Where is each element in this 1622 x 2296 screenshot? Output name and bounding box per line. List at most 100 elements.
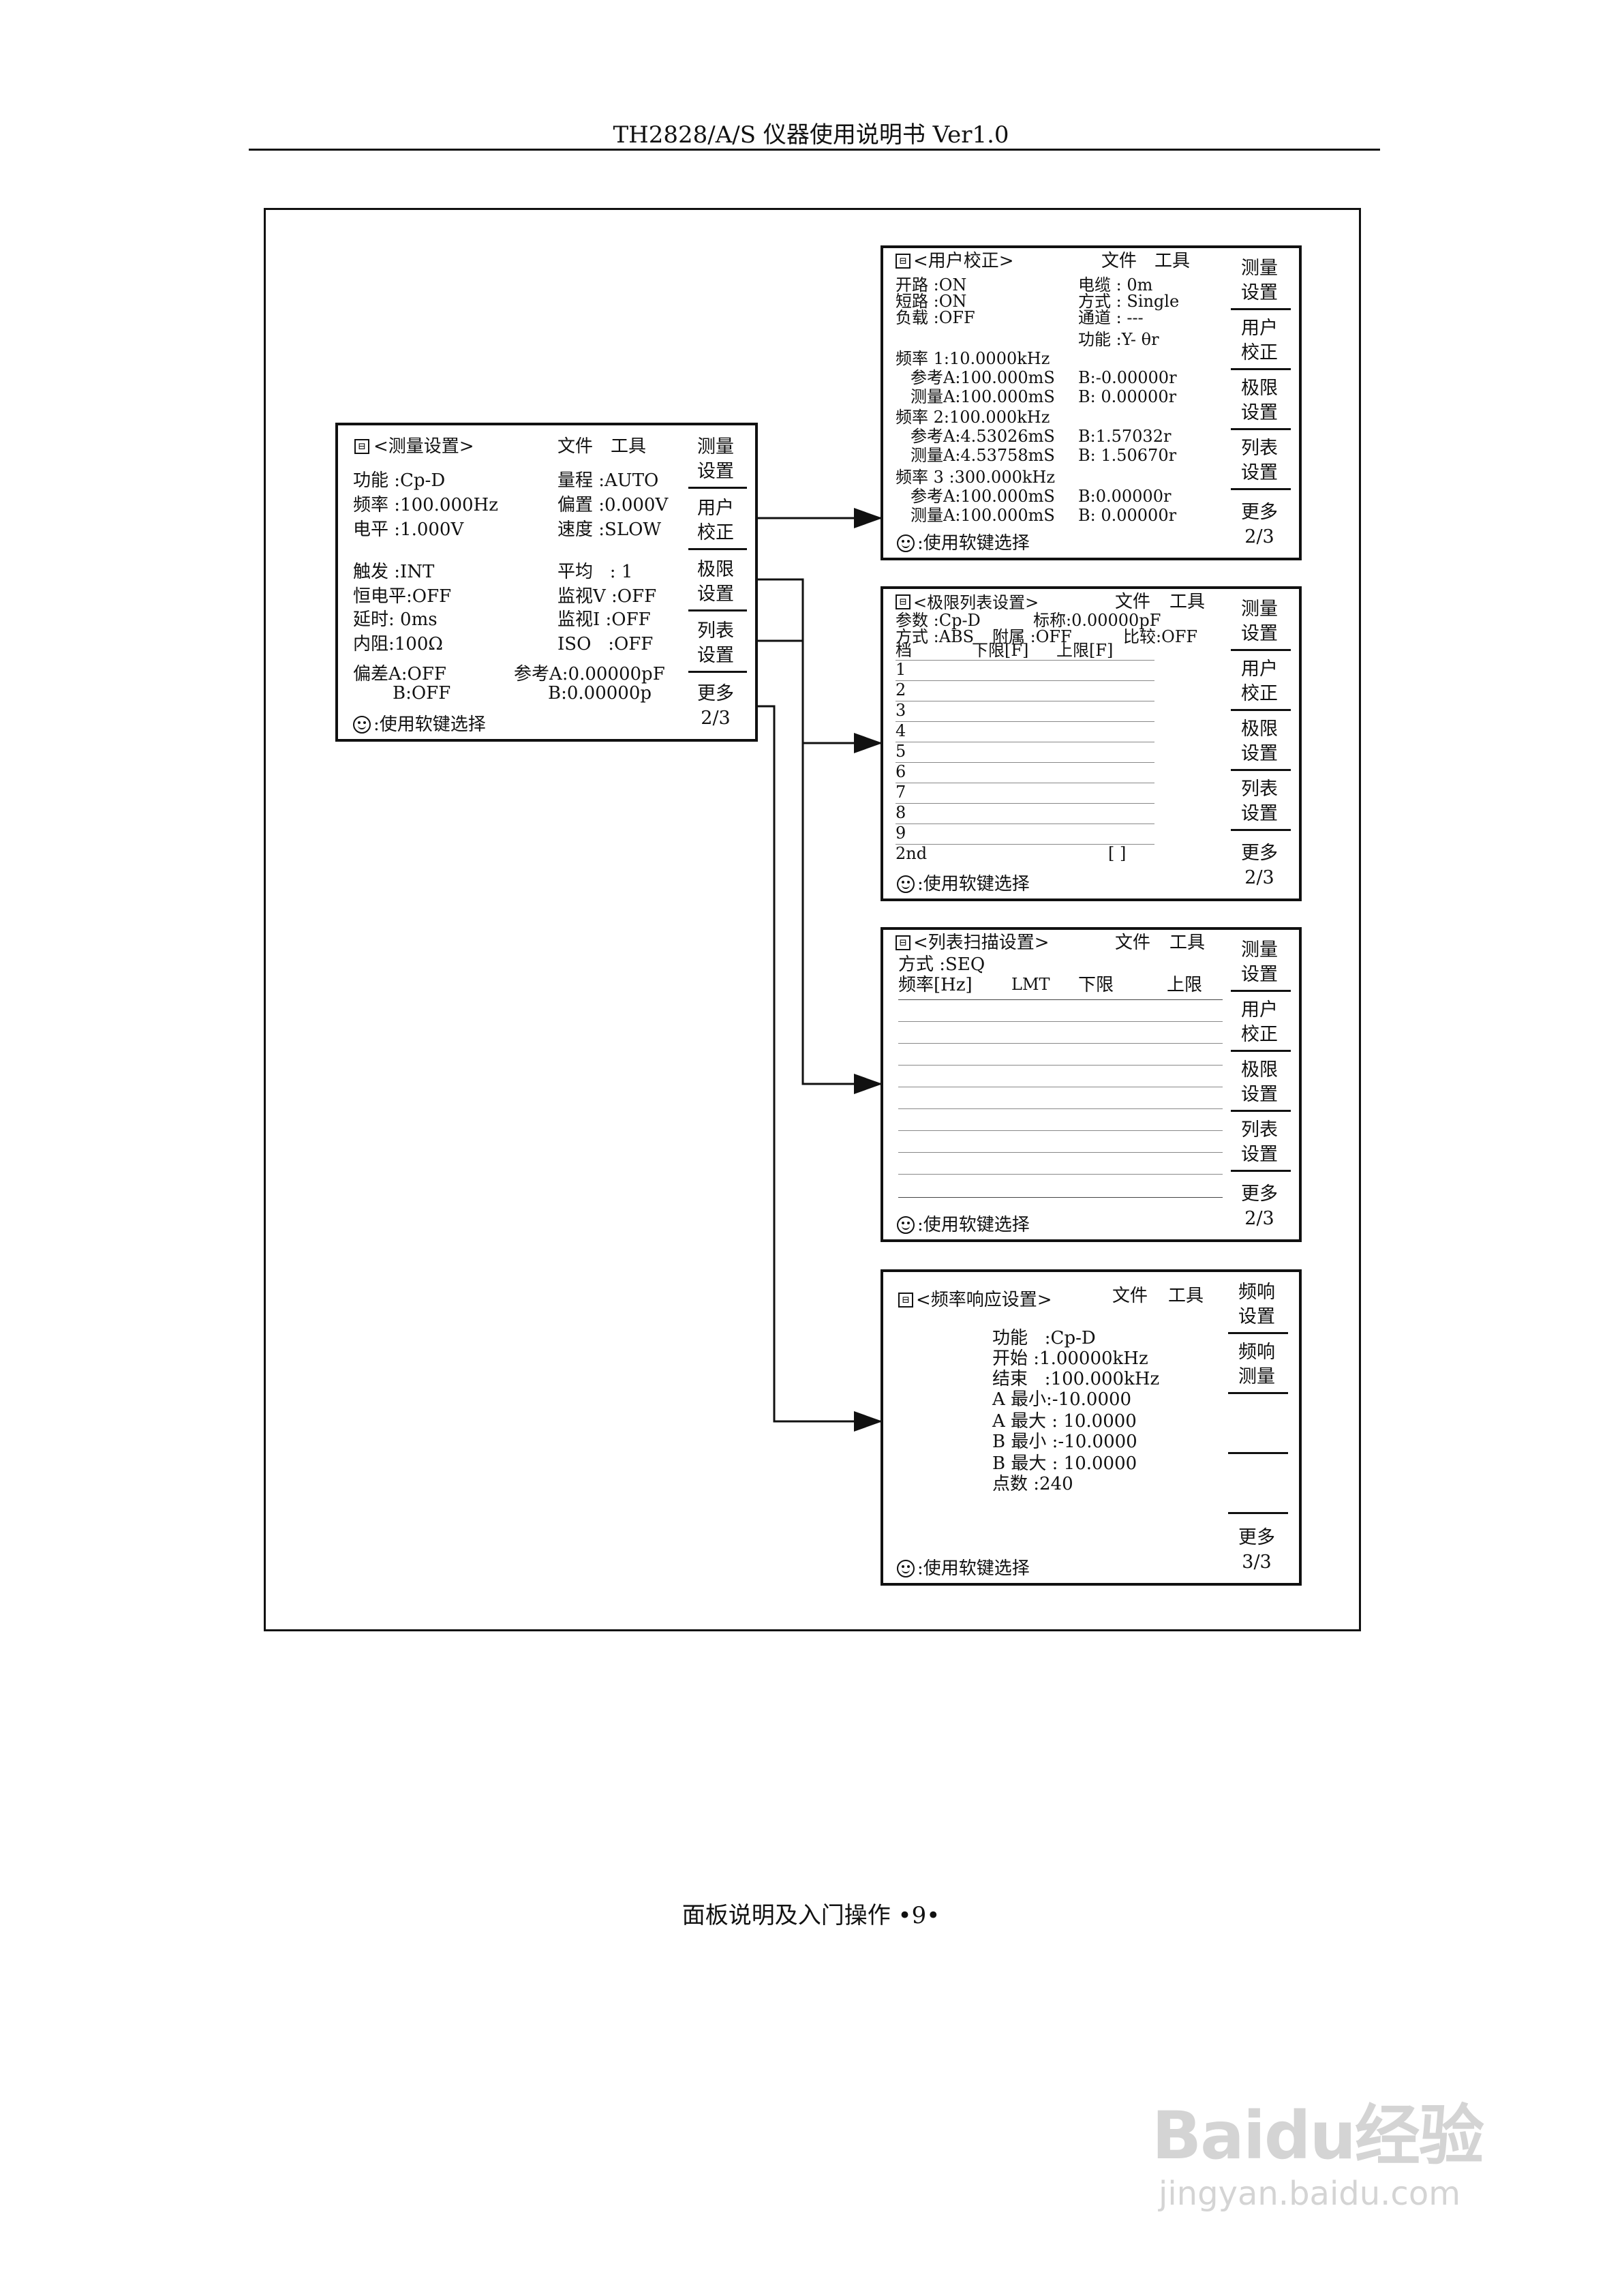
bin-row[interactable]: 6 bbox=[896, 762, 906, 781]
monitor-i-field[interactable]: 监视I :OFF bbox=[557, 609, 651, 630]
list-row[interactable] bbox=[898, 1065, 1223, 1066]
nominal-field[interactable]: 标称:0.00000pF bbox=[1033, 611, 1161, 630]
list-row[interactable] bbox=[898, 1043, 1223, 1044]
function-field[interactable]: 功能 :Y- θr bbox=[1078, 330, 1159, 349]
display-mode-icon: ⊟ bbox=[896, 254, 911, 269]
list-row[interactable] bbox=[898, 1152, 1223, 1153]
softkey-limit-setup[interactable]: 极限 设置 bbox=[697, 559, 734, 605]
bin-row[interactable]: 7 bbox=[896, 783, 906, 802]
function-field[interactable]: 功能 :Cp-D bbox=[992, 1328, 1096, 1348]
softkey-more[interactable]: 更多 2/3 bbox=[1241, 843, 1278, 888]
mode-field[interactable]: 方式 :ABS bbox=[896, 627, 975, 646]
bin-row[interactable]: 5 bbox=[896, 742, 906, 761]
softkey-user-cal[interactable]: 用户 校正 bbox=[697, 498, 734, 543]
alc-field[interactable]: 恒电平:OFF bbox=[353, 586, 452, 607]
cable-field[interactable]: 电缆 : 0m bbox=[1078, 275, 1153, 294]
menu-file[interactable]: 文件 bbox=[1115, 592, 1151, 612]
softkey-list-setup[interactable]: 列表 设置 bbox=[697, 620, 734, 666]
mode-field[interactable]: 方式 :SEQ bbox=[898, 954, 985, 975]
bin-row[interactable]: 8 bbox=[896, 803, 906, 822]
menu-tools[interactable]: 工具 bbox=[1168, 1286, 1204, 1306]
freq3-ref-b[interactable]: B:0.00000r bbox=[1078, 487, 1172, 506]
bin-row[interactable]: 1 bbox=[896, 660, 906, 679]
softkey-freq-resp-setup[interactable]: 频响 设置 bbox=[1238, 1282, 1275, 1327]
start-field[interactable]: 开始 :1.00000kHz bbox=[992, 1348, 1148, 1369]
list-row[interactable] bbox=[898, 1108, 1223, 1109]
iso-field[interactable]: ISO :OFF bbox=[557, 634, 654, 654]
freq1-ref-b[interactable]: B:-0.00000r bbox=[1078, 368, 1177, 387]
softkey-list-setup[interactable]: 列表 设置 bbox=[1241, 779, 1278, 824]
softkey-measure-setup[interactable]: 测量 设置 bbox=[697, 436, 734, 482]
freq2-field[interactable]: 频率 2:100.000kHz bbox=[896, 408, 1050, 427]
stop-field[interactable]: 结束 :100.000kHz bbox=[992, 1369, 1160, 1389]
softkey-measure-setup[interactable]: 测量 设置 bbox=[1241, 258, 1278, 303]
average-field[interactable]: 平均 : 1 bbox=[557, 562, 633, 582]
level-field[interactable]: 电平 :1.000V bbox=[353, 519, 464, 540]
speed-field[interactable]: 速度 :SLOW bbox=[557, 519, 662, 540]
softkey-list-setup[interactable]: 列表 设置 bbox=[1241, 1119, 1278, 1165]
menu-file[interactable]: 文件 bbox=[1101, 251, 1137, 271]
parameter-field[interactable]: 参数 :Cp-D bbox=[896, 611, 981, 630]
auxiliary-field[interactable]: 附属 :OFF bbox=[992, 627, 1072, 646]
softkey-more[interactable]: 更多 2/3 bbox=[697, 683, 734, 729]
frequency-field[interactable]: 频率 :100.000Hz bbox=[353, 495, 498, 515]
bin-row[interactable]: 9 bbox=[896, 824, 906, 843]
list-row[interactable] bbox=[898, 1130, 1223, 1131]
menu-file[interactable]: 文件 bbox=[1115, 933, 1151, 953]
freq1-ref-a[interactable]: 参考A:100.000mS bbox=[911, 368, 1055, 387]
softkey-limit-setup[interactable]: 极限 设置 bbox=[1241, 378, 1278, 423]
softkey-freq-resp-measure[interactable]: 频响 测量 bbox=[1238, 1342, 1275, 1387]
delay-field[interactable]: 延时: 0ms bbox=[353, 609, 438, 630]
menu-file[interactable]: 文件 bbox=[557, 436, 594, 457]
open-field[interactable]: 开路 :ON bbox=[896, 275, 967, 294]
reference-b-field[interactable]: B:0.00000p bbox=[548, 683, 652, 704]
b-min-field[interactable]: B 最小 :-10.0000 bbox=[992, 1432, 1137, 1452]
softkey-measure-setup[interactable]: 测量 设置 bbox=[1241, 939, 1278, 985]
softkey-more[interactable]: 更多 2/3 bbox=[1241, 1183, 1278, 1229]
freq3-ref-a[interactable]: 参考A:100.000mS bbox=[911, 487, 1055, 506]
channel-field[interactable]: 通道 : --- bbox=[1078, 308, 1144, 327]
bin-row[interactable]: 4 bbox=[896, 721, 906, 740]
softkey-limit-setup[interactable]: 极限 设置 bbox=[1241, 1059, 1278, 1105]
points-field[interactable]: 点数 :240 bbox=[992, 1474, 1073, 1494]
menu-tools[interactable]: 工具 bbox=[1169, 592, 1206, 612]
list-row[interactable] bbox=[898, 1174, 1223, 1175]
deviation-b-field[interactable]: B:OFF bbox=[393, 683, 451, 704]
bin-row[interactable]: 2 bbox=[896, 680, 906, 699]
softkey-more[interactable]: 更多 3/3 bbox=[1238, 1527, 1275, 1573]
softkey-user-cal[interactable]: 用户 校正 bbox=[1241, 659, 1278, 704]
softkey-user-cal[interactable]: 用户 校正 bbox=[1241, 999, 1278, 1045]
freq2-ref-b[interactable]: B:1.57032r bbox=[1078, 427, 1172, 446]
menu-tools[interactable]: 工具 bbox=[611, 436, 647, 457]
list-row[interactable] bbox=[898, 1197, 1223, 1198]
softkey-more[interactable]: 更多 2/3 bbox=[1241, 502, 1278, 547]
source-resistance-field[interactable]: 内阻:100Ω bbox=[353, 634, 443, 654]
freq2-ref-a[interactable]: 参考A:4.53026mS bbox=[911, 427, 1055, 446]
menu-tools[interactable]: 工具 bbox=[1154, 251, 1191, 271]
bin-row-2nd[interactable]: 2nd bbox=[896, 844, 928, 863]
softkey-measure-setup[interactable]: 测量 设置 bbox=[1241, 599, 1278, 644]
a-min-field[interactable]: A 最小:-10.0000 bbox=[992, 1389, 1132, 1410]
b-max-field[interactable]: B 最大 : 10.0000 bbox=[992, 1453, 1137, 1474]
deviation-a-field[interactable]: 偏差A:OFF bbox=[353, 664, 446, 684]
bin-row[interactable]: 3 bbox=[896, 701, 906, 720]
list-row[interactable] bbox=[898, 1021, 1223, 1022]
bias-field[interactable]: 偏置 :0.000V bbox=[557, 495, 669, 515]
softkey-limit-setup[interactable]: 极限 设置 bbox=[1241, 719, 1278, 764]
short-field[interactable]: 短路 :ON bbox=[896, 292, 967, 311]
reference-a-field[interactable]: 参考A:0.00000pF bbox=[514, 664, 665, 684]
trigger-field[interactable]: 触发 :INT bbox=[353, 562, 435, 582]
function-field[interactable]: 功能 :Cp-D bbox=[353, 470, 446, 491]
freq1-field[interactable]: 频率 1:10.0000kHz bbox=[896, 349, 1050, 368]
load-field[interactable]: 负载 :OFF bbox=[896, 308, 975, 327]
softkey-user-cal[interactable]: 用户 校正 bbox=[1241, 318, 1278, 363]
a-max-field[interactable]: A 最大 : 10.0000 bbox=[992, 1411, 1137, 1432]
menu-file[interactable]: 文件 bbox=[1112, 1286, 1148, 1306]
compare-field[interactable]: 比较:OFF bbox=[1123, 627, 1198, 646]
menu-tools[interactable]: 工具 bbox=[1169, 933, 1206, 953]
monitor-v-field[interactable]: 监视V :OFF bbox=[557, 586, 657, 607]
mode-field[interactable]: 方式 : Single bbox=[1078, 292, 1180, 311]
softkey-list-setup[interactable]: 列表 设置 bbox=[1241, 438, 1278, 483]
range-field[interactable]: 量程 :AUTO bbox=[557, 470, 659, 491]
freq3-field[interactable]: 频率 3 :300.000kHz bbox=[896, 468, 1055, 487]
